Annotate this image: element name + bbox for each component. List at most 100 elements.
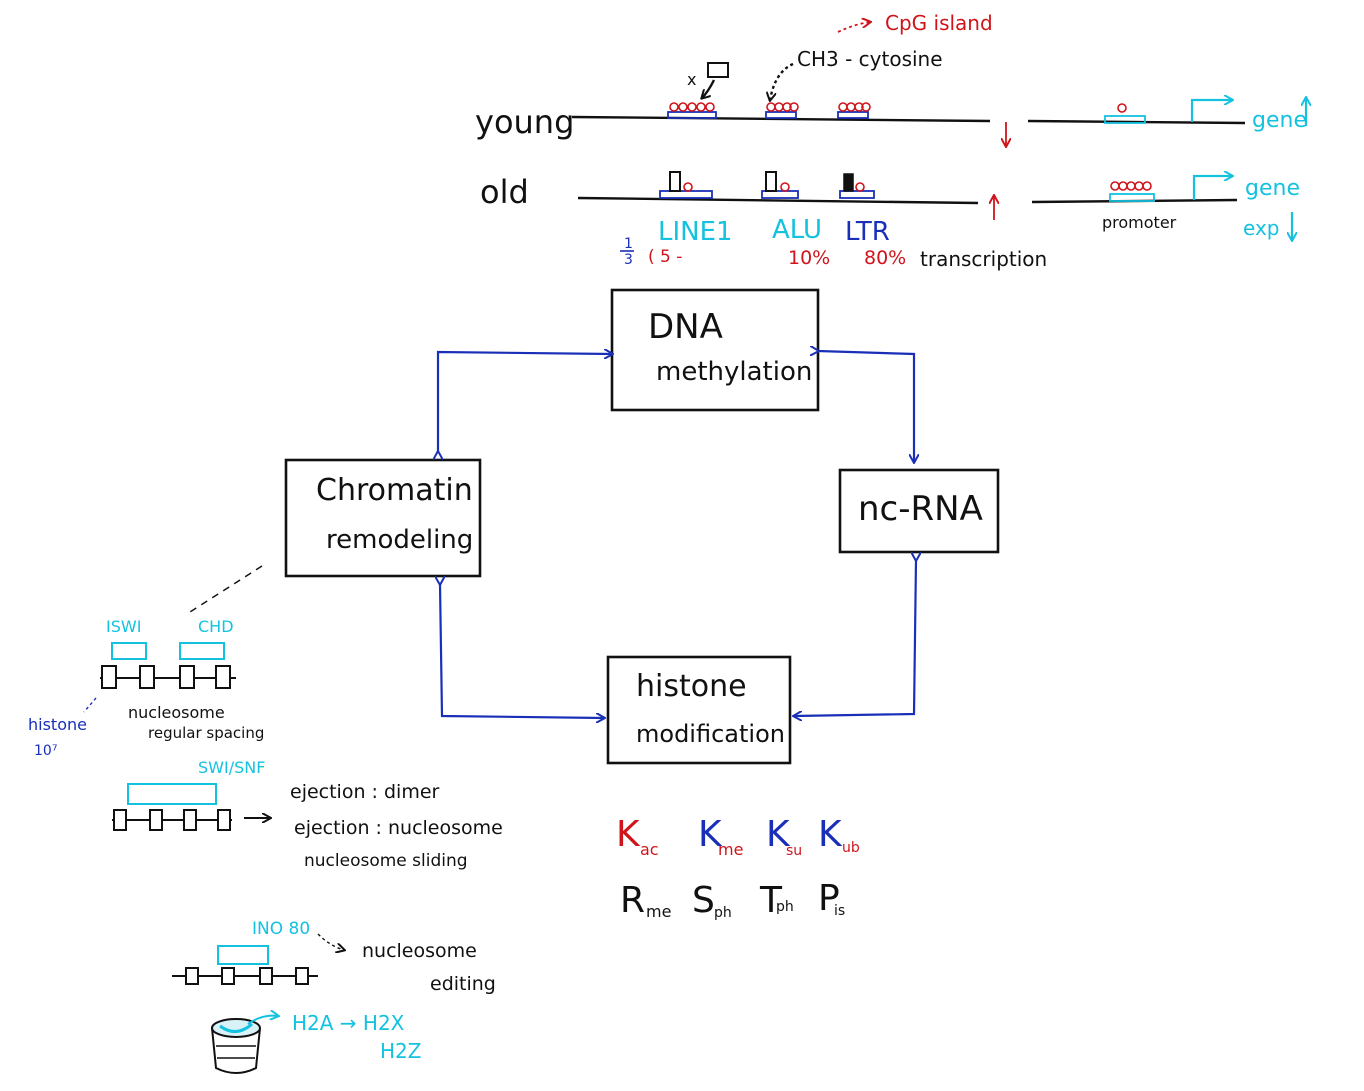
- nucleosome-label: nucleosome: [128, 703, 225, 722]
- svg-text:S: S: [692, 880, 715, 921]
- spaced-nucleosomes: [100, 665, 236, 689]
- histone-pointer: [83, 697, 97, 713]
- gene-up-label: gene: [1252, 108, 1307, 133]
- pct-left: ( 5 -: [648, 247, 682, 267]
- modification-list: K ac K me K su K ub R me S ph T ph P is: [616, 814, 860, 921]
- cpg-arrow: [837, 22, 870, 33]
- alu-pct: 10%: [788, 247, 830, 269]
- young-gene-strand: [1027, 119, 1246, 125]
- young-promoter-methyl: [1117, 103, 1127, 113]
- ch3-arrow: [770, 62, 794, 100]
- ncrna-label: nc-RNA: [858, 489, 983, 529]
- old-ltr-marks: [839, 173, 875, 199]
- chd-complex: [179, 642, 225, 660]
- old-tss-arrow: [1192, 176, 1232, 200]
- young-line1-methyl: [667, 102, 717, 119]
- svg-text:K: K: [616, 814, 641, 855]
- remodeler-families: ISWI CHD histone 10⁷ nucleosome regular …: [28, 565, 503, 1074]
- svg-text:me: me: [718, 840, 743, 859]
- chd-label: CHD: [198, 617, 234, 636]
- h2z-label: H2Z: [380, 1039, 421, 1063]
- mod-ksu: K su: [766, 814, 802, 859]
- nucleosome-sliding-label: nucleosome sliding: [304, 851, 468, 871]
- old-alu-marks: [761, 171, 799, 199]
- arrow-chromatin-dna: [438, 352, 612, 452]
- histone-side-label: histone: [28, 715, 87, 734]
- svg-text:K: K: [766, 814, 791, 855]
- alu-label: ALU: [772, 215, 822, 245]
- svg-text:3: 3: [624, 252, 633, 268]
- ejection-nucleosome-label: ejection : nucleosome: [294, 817, 503, 839]
- ncrna-box: nc-RNA: [838, 468, 1000, 554]
- svg-text:me: me: [646, 902, 671, 921]
- iswi-label: ISWI: [106, 617, 141, 636]
- exp-label: exp: [1243, 216, 1279, 240]
- callout-dashed-line: [189, 565, 263, 613]
- ejection-dimer-label: ejection : dimer: [290, 781, 440, 803]
- svg-text:ac: ac: [640, 840, 659, 859]
- histone-label: histone: [636, 669, 747, 704]
- ten-seven-label: 10⁷: [34, 743, 57, 759]
- mod-pis: P is: [818, 878, 845, 919]
- young-promoter: [1104, 115, 1146, 124]
- barrel-arrow: [247, 1016, 278, 1025]
- remodeling-label: remodeling: [326, 525, 473, 555]
- arrow-chromatin-histone: [440, 584, 604, 718]
- dna-label: DNA: [648, 307, 723, 347]
- modification-label: modification: [636, 720, 785, 748]
- binder-arrow: [702, 79, 716, 98]
- ino80-label: INO 80: [252, 919, 310, 939]
- methylation-label: methylation: [656, 357, 812, 387]
- promoter-label: promoter: [1102, 213, 1177, 232]
- mod-rme: R me: [620, 880, 671, 921]
- mod-kac: K ac: [616, 814, 659, 859]
- swisnf-label: SWI/SNF: [198, 758, 265, 777]
- mod-kub: K ub: [818, 814, 860, 856]
- regular-spacing-label: regular spacing: [148, 724, 264, 742]
- swisnf-nucleosomes: [112, 809, 232, 831]
- ino80-complex: [217, 945, 269, 965]
- svg-text:1: 1: [624, 236, 633, 252]
- x-mark: x: [687, 70, 696, 89]
- binder-icon: [707, 62, 729, 78]
- svg-text:ph: ph: [776, 899, 794, 915]
- transcription-label: transcription: [920, 247, 1047, 271]
- svg-text:T: T: [759, 880, 783, 921]
- mod-tph: T ph: [759, 880, 794, 921]
- svg-text:ub: ub: [842, 840, 860, 856]
- fraction: 1 3: [620, 236, 634, 268]
- chromatin-remodeling-box: Chromatin remodeling: [284, 458, 482, 578]
- ltr-pct: 80%: [864, 247, 906, 269]
- line1-label: LINE1: [658, 217, 733, 247]
- young-tss-arrow: [1190, 100, 1232, 122]
- old-promoter: [1109, 193, 1155, 202]
- young-strand: [571, 115, 991, 123]
- chromatin-label: Chromatin: [316, 473, 473, 508]
- old-promoter-methyl: [1110, 181, 1152, 191]
- cpg-island-label: CpG island: [885, 11, 993, 35]
- ino80-nucleosomes: [172, 967, 318, 985]
- svg-text:is: is: [834, 903, 845, 919]
- young-ltr-methyl: [837, 102, 871, 119]
- mod-kme: K me: [698, 814, 743, 859]
- old-label: old: [480, 173, 529, 211]
- young-label: young: [475, 103, 574, 141]
- iswi-complex: [111, 642, 147, 660]
- ch3-cytosine-label: CH3 - cytosine: [797, 47, 943, 71]
- old-strand: [577, 196, 979, 205]
- gene-exp-label: gene: [1245, 176, 1300, 201]
- nucleosome-editing-label: nucleosome: [362, 940, 477, 962]
- epigenetic-cycle: DNA methylation Chromatin remodeling nc-…: [284, 288, 1000, 765]
- old-line1-marks: [659, 171, 713, 199]
- svg-text:K: K: [698, 814, 723, 855]
- arrow-dna-ncrna: [818, 351, 914, 462]
- histone-modification-box: histone modification: [606, 655, 792, 765]
- svg-text:su: su: [786, 843, 802, 859]
- young-alu-methyl: [765, 102, 799, 119]
- nucleosome-barrel-icon: [211, 1018, 261, 1074]
- svg-text:K: K: [818, 814, 843, 855]
- editing-label: editing: [430, 973, 496, 995]
- dna-methylation-box: DNA methylation: [610, 288, 820, 412]
- mod-sph: S ph: [692, 880, 732, 921]
